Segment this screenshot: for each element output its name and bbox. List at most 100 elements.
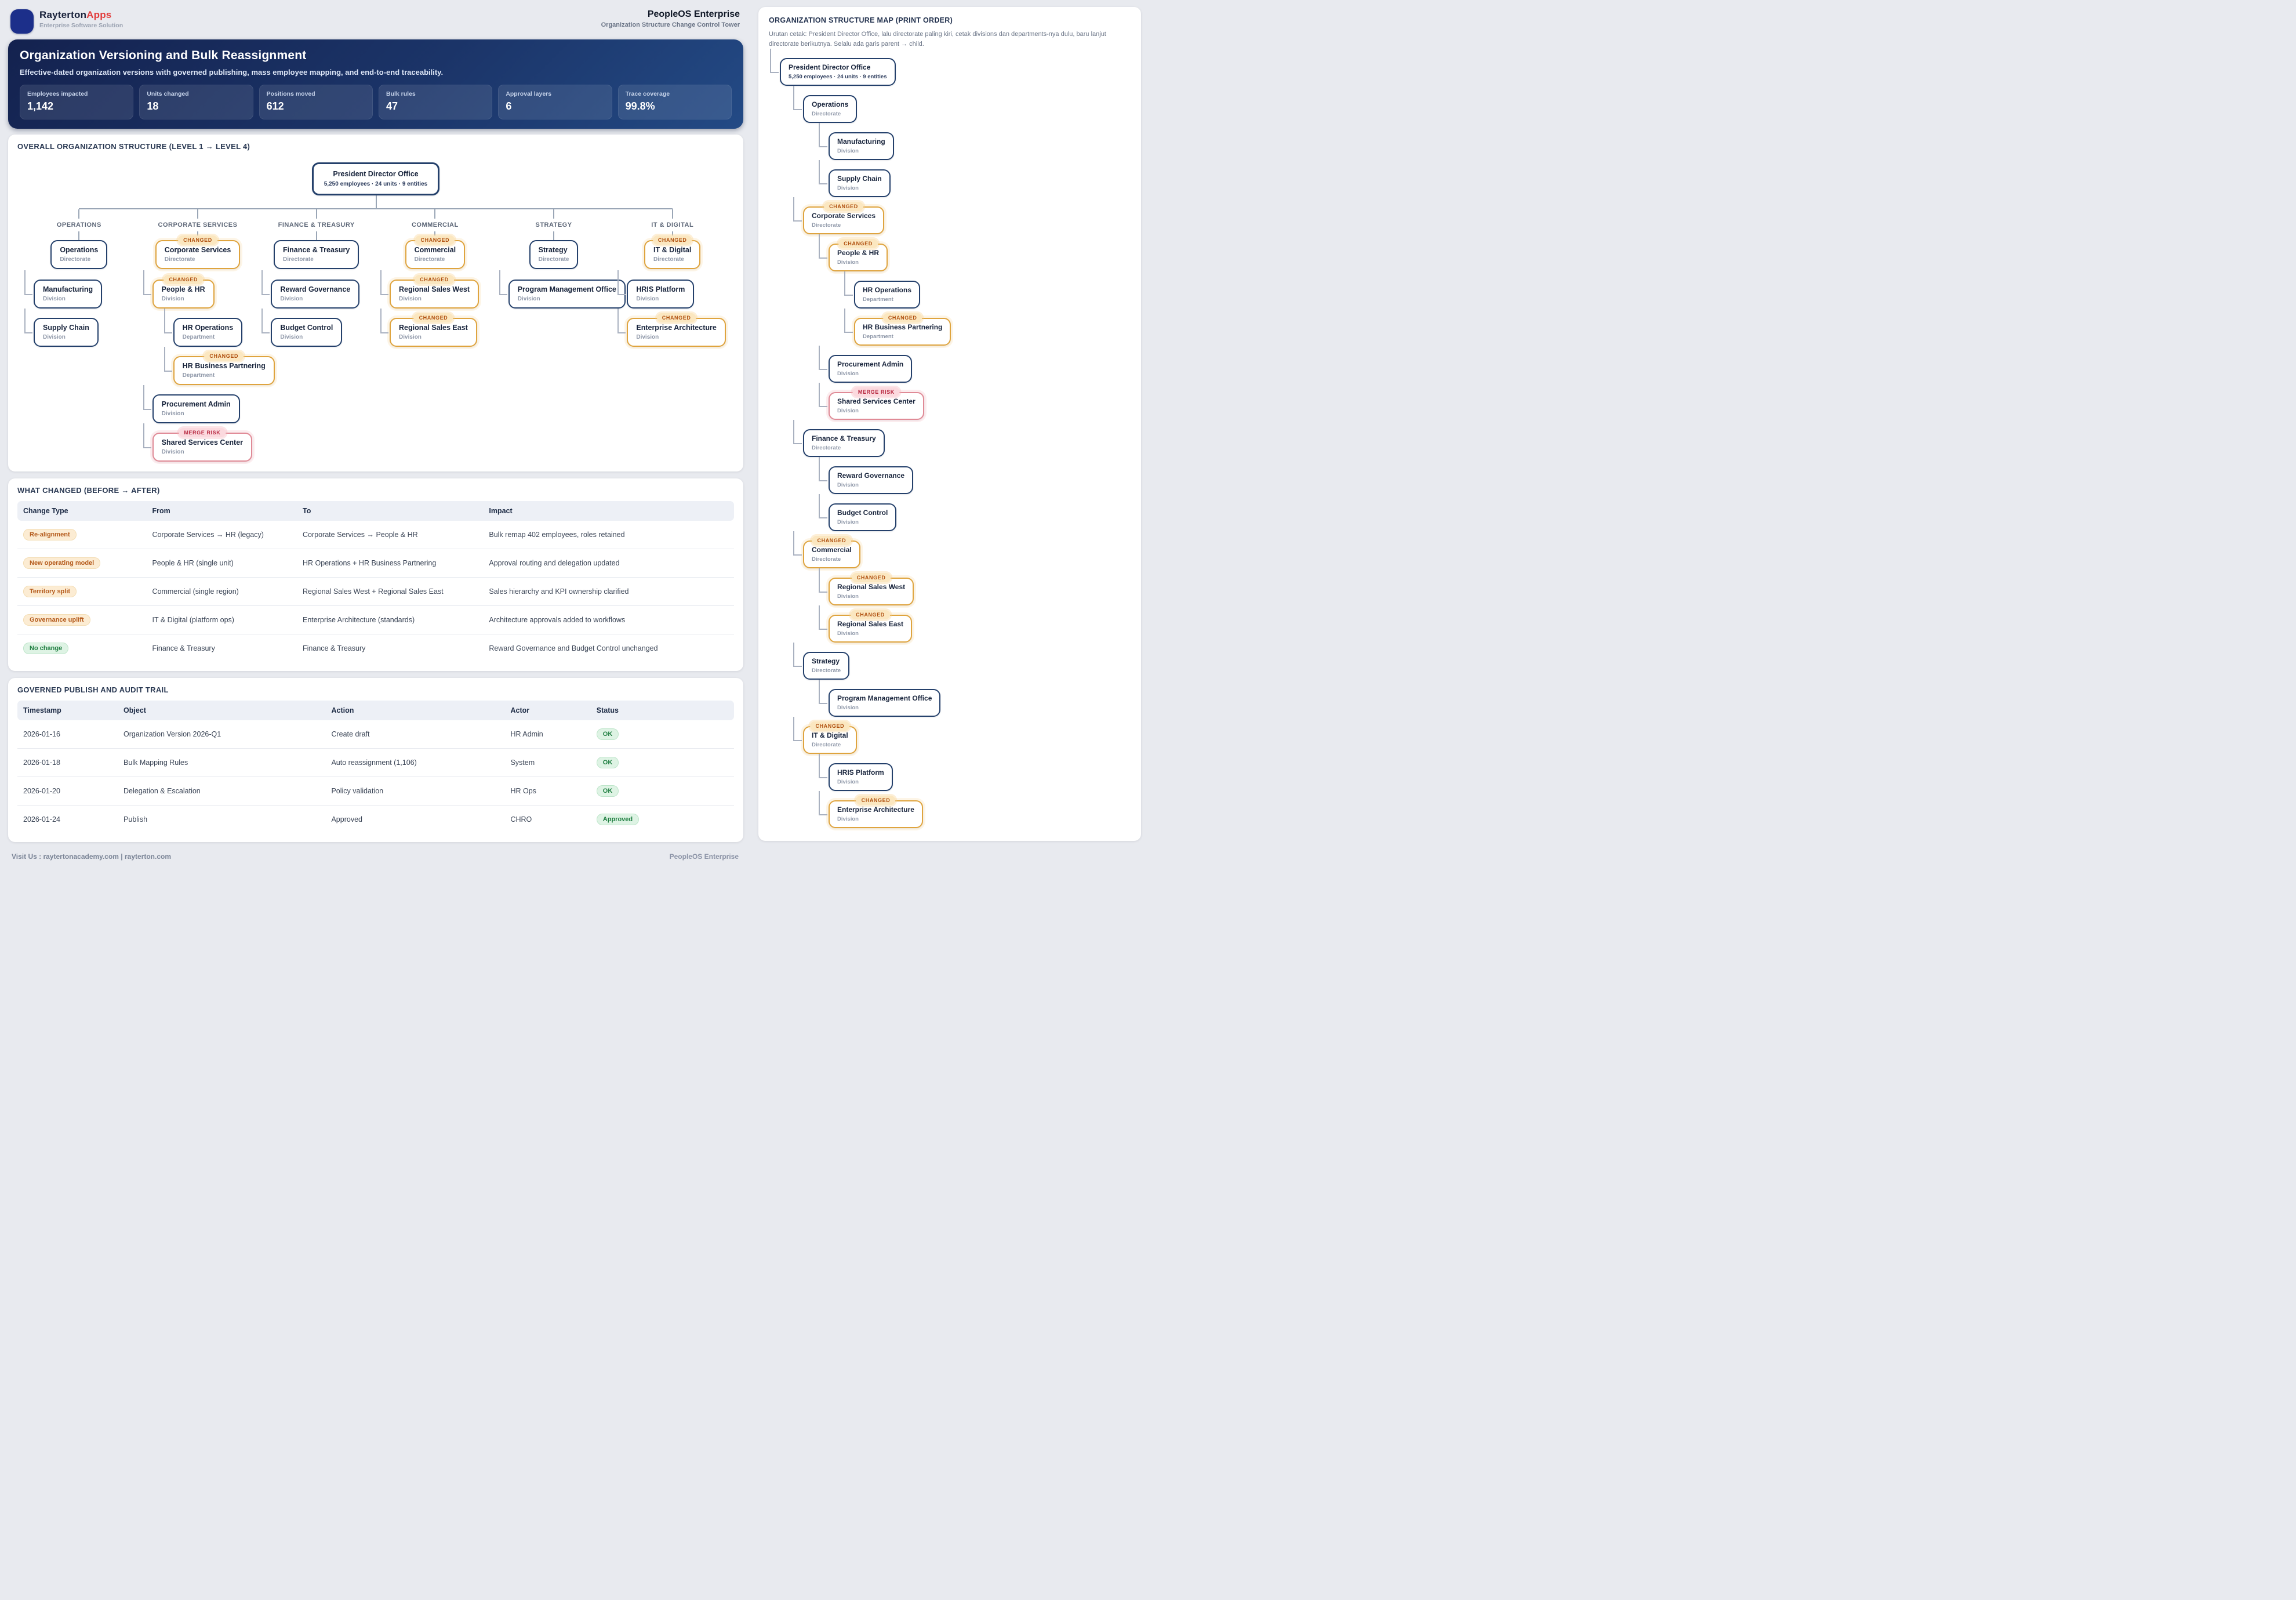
org-node-card[interactable]: CHANGED IT & Digital Directorate [803, 721, 857, 754]
change-type-badge: Governance uplift [23, 614, 90, 626]
org-node-name: Budget Control [837, 509, 888, 517]
stat-card: Trace coverage 99.8% [617, 85, 732, 119]
table-row: Governance uplift IT & Digital (platform … [17, 605, 734, 634]
column-header: Action [325, 701, 505, 720]
stat-card: Bulk rules 47 [378, 85, 493, 119]
org-node-type: Division [636, 296, 659, 302]
org-node-card[interactable]: MERGE RISK Shared Services Center Divisi… [829, 387, 924, 420]
print-order-panel: ORGANIZATION STRUCTURE MAP (PRINT ORDER)… [758, 7, 1141, 841]
status-badge: CHANGED [178, 235, 217, 245]
org-node-card[interactable]: Procurement Admin Division [152, 394, 240, 423]
cell-from: Finance & Treasury [152, 644, 215, 652]
org-node-card[interactable]: CHANGED Commercial Directorate [803, 536, 860, 568]
org-node-card[interactable]: CHANGED Commercial Directorate [405, 235, 466, 269]
org-node-card[interactable]: Operations Directorate [803, 95, 858, 123]
org-structure-card: OVERALL ORGANIZATION STRUCTURE (LEVEL 1 … [8, 135, 743, 471]
org-node-card[interactable]: Procurement Admin Division [829, 355, 913, 383]
org-node-card[interactable]: CHANGED Corporate Services Directorate [155, 235, 241, 269]
org-node-card[interactable]: Operations Directorate [50, 240, 108, 269]
org-node-name: Corporate Services [164, 246, 231, 254]
footer-links[interactable]: Visit Us : raytertonacademy.com | rayter… [12, 852, 172, 861]
org-node-name: Corporate Services [812, 212, 876, 220]
org-node-card[interactable]: CHANGED Regional Sales West Division [390, 275, 479, 309]
directorate-slot: Strategy Directorate [529, 240, 579, 269]
org-node-card[interactable]: Supply Chain Division [829, 169, 891, 197]
org-node-card[interactable]: CHANGED HR Business Partnering Departmen… [854, 313, 951, 346]
stat-value: 18 [147, 100, 159, 112]
org-node-name: Shared Services Center [837, 397, 916, 405]
org-node-card[interactable]: CHANGED Enterprise Architecture Division [627, 313, 726, 347]
org-node-card[interactable]: Manufacturing Division [34, 280, 103, 309]
status-badge: CHANGED [812, 536, 852, 545]
org-node-card[interactable]: Budget Control Division [829, 503, 897, 531]
org-node-card[interactable]: HRIS Platform Division [829, 763, 893, 791]
column-label: FINANCE & TREASURY [278, 222, 355, 228]
org-tree-item: Supply Chain Division [24, 309, 139, 347]
column-children: Reward Governance Division Budget Contro… [257, 270, 376, 347]
org-node-card[interactable]: CHANGED HR Business Partnering Departmen… [173, 351, 275, 385]
org-node-card[interactable]: Strategy Directorate [803, 652, 850, 680]
org-node-name: President Director Office [333, 170, 419, 178]
org-node-card[interactable]: CHANGED Enterprise Architecture Division [829, 796, 923, 828]
org-structure-title: OVERALL ORGANIZATION STRUCTURE (LEVEL 1 … [17, 142, 250, 151]
org-node-card[interactable]: Budget Control Division [271, 318, 343, 347]
connector-line [79, 208, 673, 209]
org-node-name: Supply Chain [837, 175, 882, 183]
banner-title: Organization Versioning and Bulk Reassig… [20, 49, 307, 62]
org-node-card[interactable]: Reward Governance Division [271, 280, 360, 309]
org-node-name: Strategy [538, 246, 568, 254]
org-node-card[interactable]: Finance & Treasury Directorate [803, 429, 885, 457]
org-node-card[interactable]: CHANGED Regional Sales East Division [390, 313, 477, 347]
connector-line [671, 209, 673, 219]
org-node-card[interactable]: CHANGED IT & Digital Directorate [644, 235, 701, 269]
org-tree-item: Program Management Office Division [499, 270, 626, 309]
org-node-card[interactable]: CHANGED People & HR Division [829, 239, 888, 271]
cell-from: Commercial (single region) [146, 577, 297, 606]
cell-to: Finance & Treasury [303, 644, 366, 652]
org-node-card[interactable]: Strategy Directorate [529, 240, 579, 269]
org-node-type: Directorate [283, 256, 314, 263]
print-tree-item: Procurement Admin Division [819, 346, 1131, 383]
org-node-card[interactable]: HR Operations Department [173, 318, 243, 347]
org-node-card[interactable]: HRIS Platform Division [627, 280, 695, 309]
app-title-block: PeopleOS Enterprise Organization Structu… [601, 9, 740, 28]
status-badge: CHANGED [824, 202, 863, 211]
org-node-card[interactable]: Program Management Office Division [508, 280, 626, 309]
chart-column: IT & DIGITAL CHANGED IT & Digital Direct… [613, 209, 732, 462]
org-node-card[interactable]: CHANGED People & HR Division [152, 275, 215, 309]
org-node-card[interactable]: CHANGED Regional Sales East Division [829, 610, 913, 643]
org-node-card[interactable]: CHANGED Corporate Services Directorate [803, 202, 885, 234]
org-node-card[interactable]: Supply Chain Division [34, 318, 99, 347]
org-node-card[interactable]: CHANGED Regional Sales West Division [829, 573, 914, 605]
cell-change-type: Re-alignment [17, 521, 147, 549]
stat-card: Employees impacted 1,142 [20, 85, 134, 119]
org-node-card[interactable]: Finance & Treasury Directorate [274, 240, 359, 269]
org-node-type: Division [161, 296, 184, 302]
audit-trail-card: GOVERNED PUBLISH AND AUDIT TRAIL Timesta… [8, 678, 743, 842]
org-node-type: Directorate [812, 556, 841, 563]
org-node-card[interactable]: Manufacturing Division [829, 132, 894, 160]
org-node-name: Manufacturing [43, 285, 93, 293]
org-node-name: HRIS Platform [837, 768, 884, 777]
org-node-root[interactable]: President Director Office 5,250 employee… [311, 162, 440, 195]
org-node-card[interactable]: Reward Governance Division [829, 466, 914, 494]
org-node-card[interactable]: MERGE RISK Shared Services Center Divisi… [152, 428, 253, 462]
org-node-type: Division [399, 334, 422, 340]
org-node-type: Directorate [812, 742, 841, 748]
org-node-card[interactable]: Program Management Office Division [829, 689, 941, 717]
column-label: CORPORATE SERVICES [158, 222, 238, 228]
org-node-type: Division [280, 296, 303, 302]
cell-timestamp: 2026-01-18 [17, 748, 118, 777]
print-tree-item: Manufacturing Division [819, 123, 1131, 160]
chart-columns: OPERATIONS Operations Directorate Manufa… [20, 209, 732, 462]
org-node-card[interactable]: HR Operations Department [854, 281, 921, 309]
column-header: Change Type [17, 501, 147, 521]
org-node-card[interactable]: President Director Office 5,250 employee… [780, 58, 896, 86]
right-column: ORGANIZATION STRUCTURE MAP (PRINT ORDER)… [754, 0, 1148, 871]
cell-from: IT & Digital (platform ops) [146, 605, 297, 634]
column-children: Program Management Office Division [495, 270, 626, 309]
status-badge: CHANGED [810, 721, 850, 731]
